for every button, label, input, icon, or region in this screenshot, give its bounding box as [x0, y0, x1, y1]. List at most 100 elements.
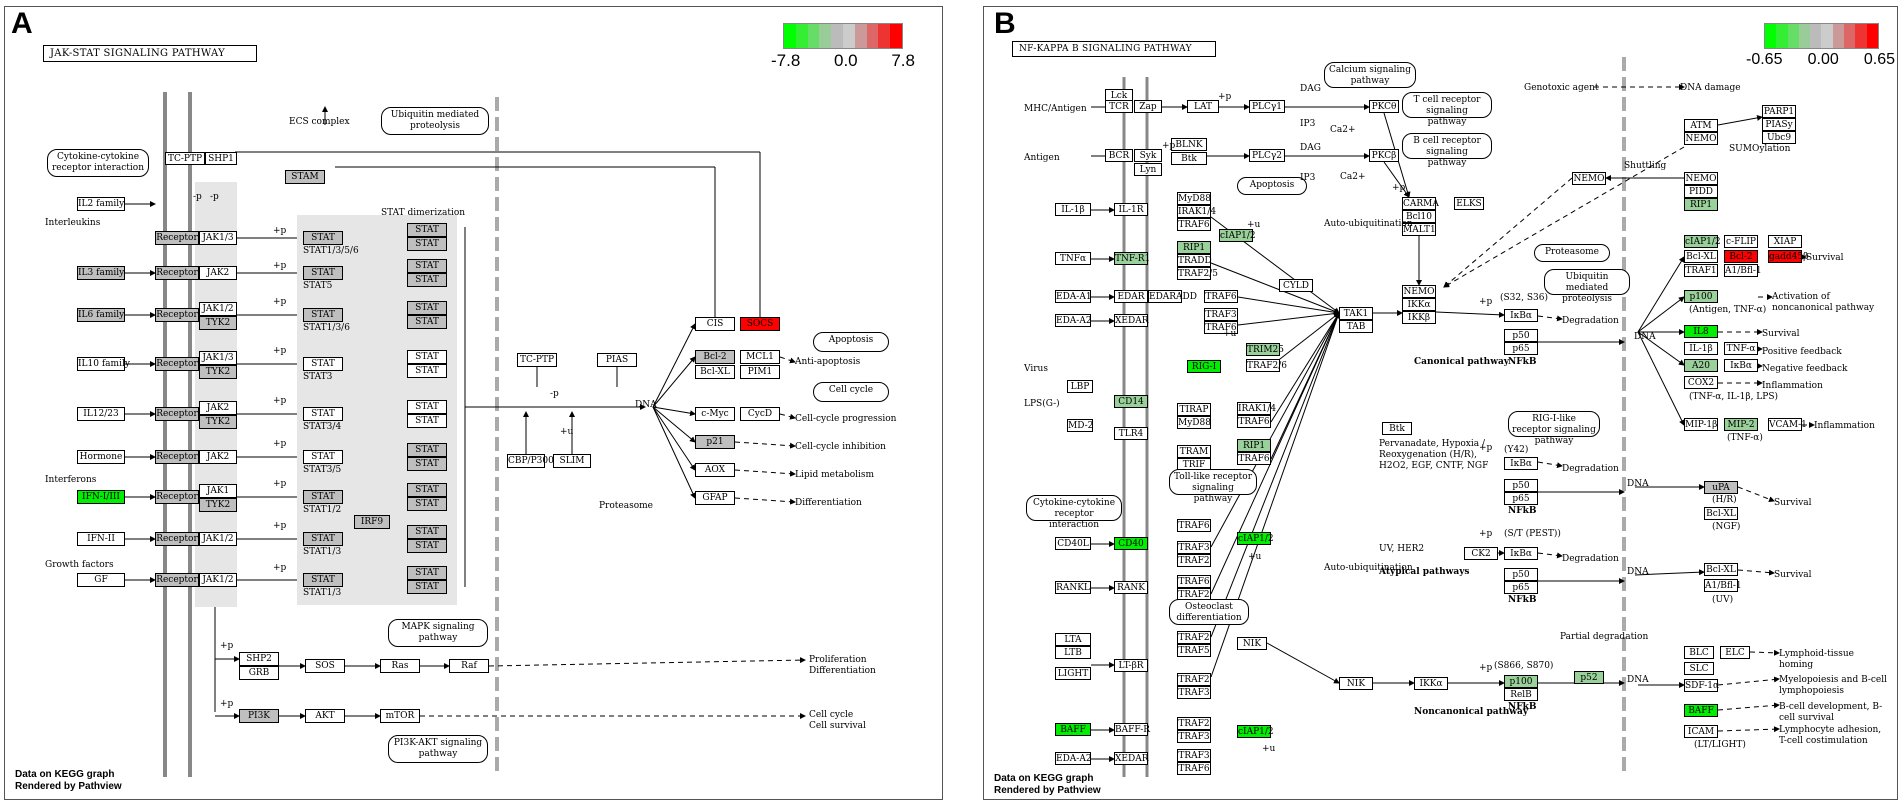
gene-node-cflip: c-FLIP: [1724, 235, 1758, 248]
label-p6: +p: [273, 439, 287, 449]
gene-node-r7: Receptor: [155, 490, 199, 504]
gene-node-blnk: BLNK: [1171, 138, 1207, 151]
panel-label: B: [994, 7, 1016, 40]
gene-node-traf3: TRAF3: [1204, 308, 1238, 321]
legend-swatch-7: [1844, 24, 1856, 48]
gene-node-d5a: STAT: [407, 400, 447, 414]
pathway-link-cellcycle: Cell cycle: [813, 382, 889, 402]
label-antigen: Antigen: [1024, 153, 1060, 163]
label-ltlight: (LT/LIGHT): [1694, 740, 1746, 750]
gene-node-cmyc: c-Myc: [695, 407, 735, 421]
label-st: (S/T (PEST)): [1504, 529, 1561, 539]
gene-node-il2: IL2 family: [77, 197, 125, 211]
gene-node-ikka1: IKKα: [1402, 298, 1436, 311]
gene-node-r6: Receptor: [155, 450, 199, 464]
label-dna4: DNA: [1627, 675, 1649, 685]
gene-node-traf6f: TRAF6: [1177, 519, 1211, 532]
gene-node-j3a: JAK1/2: [199, 302, 237, 316]
label-ca2: Ca2+: [1340, 172, 1366, 182]
gene-node-ltb: LTB: [1055, 646, 1091, 659]
label-posfb: Positive feedback: [1762, 347, 1842, 357]
label-partial: Partial degradation: [1560, 632, 1649, 642]
legend-swatch-6: [854, 24, 867, 48]
gene-node-traf1: TRAF1: [1684, 264, 1718, 277]
label-statdim: STAT dimerization: [381, 208, 466, 218]
pathway-link-tcell: T cell receptor signaling pathway: [1402, 92, 1492, 127]
label-degr2: Degradation: [1562, 464, 1619, 474]
gene-node-gf: GF: [77, 573, 125, 587]
pathway-link-bcell: B cell receptor signaling pathway: [1402, 133, 1492, 168]
gene-node-a1bfl12: A1/Bfl-1: [1704, 579, 1742, 592]
gene-node-bcr: BCR: [1105, 149, 1133, 162]
legend-swatch-3: [819, 24, 832, 48]
gene-node-trim25: TRIM25: [1246, 343, 1285, 356]
gene-node-malt1: MALT1: [1402, 223, 1436, 236]
label-dna2: DNA: [1627, 479, 1649, 489]
gene-node-btk: Btk: [1171, 152, 1207, 165]
gene-node-shp1: SHP1: [205, 152, 237, 165]
label-s3: STAT1/3/6: [303, 323, 350, 333]
gene-node-p65c: p65: [1504, 581, 1538, 594]
gene-node-st5: STAT: [303, 407, 343, 421]
legend-swatch-4: [1810, 24, 1822, 48]
legend-swatch-1: [1776, 24, 1788, 48]
gene-node-tab: TAB: [1339, 320, 1373, 333]
gene-node-nik1: NIK: [1237, 637, 1267, 650]
legend-min: -7.8: [771, 51, 801, 70]
gene-node-myd88b: MyD88: [1177, 416, 1211, 429]
gene-node-j6: JAK2: [199, 450, 237, 464]
label-lipid: Lipid metabolism: [795, 470, 875, 480]
gene-node-p50b: p50: [1504, 479, 1538, 492]
gene-node-j8: JAK1/2: [199, 532, 237, 546]
label-genotoxic: Genotoxic agent: [1524, 83, 1599, 93]
gene-node-traf6g: TRAF6: [1177, 575, 1211, 588]
gene-node-p50a: p50: [1504, 329, 1538, 342]
pathway-link-cytokine: Cytokine-cytokine receptor interaction: [47, 149, 149, 177]
gene-node-d6b: STAT: [407, 457, 447, 471]
gene-node-st2: STAT: [303, 266, 343, 280]
label-autoubi2: Auto-ubiquitination: [1324, 563, 1413, 573]
gene-node-tlr4: TLR4: [1114, 427, 1148, 440]
gene-node-xedar: XEDAR: [1114, 314, 1149, 327]
pathway-link-calcium: Calcium signaling pathway: [1324, 62, 1416, 88]
gene-node-piasy: PIASy: [1762, 118, 1796, 131]
gene-node-d1b: STAT: [407, 237, 447, 251]
label-p9: +p: [273, 563, 287, 573]
pathway-link-toll: Toll-like receptor signaling pathway: [1169, 469, 1257, 504]
gene-node-traf26: TRAF2/6: [1246, 359, 1288, 372]
gene-node-traf3b: TRAF3: [1177, 541, 1211, 554]
gene-node-gadd: gadd45β: [1768, 250, 1809, 263]
label-nfkb3: NFkB: [1508, 595, 1537, 605]
pathway-link-mapk: MAPK signaling pathway: [388, 619, 488, 647]
gene-node-st6: STAT: [303, 450, 343, 464]
gene-node-p52: p52: [1574, 671, 1604, 684]
label-bdev: B-cell development, B-cell survival: [1779, 702, 1883, 723]
gene-node-j7a: JAK1: [199, 484, 237, 498]
gene-node-traf2a: TRAF2: [1177, 554, 1211, 567]
gene-node-edaradd: EDARADD: [1148, 290, 1197, 303]
gene-node-hormone: Hormone: [77, 450, 125, 464]
gene-node-elks: ELKS: [1454, 197, 1484, 210]
footer-line-2: Rendered by Pathview: [994, 785, 1101, 796]
footer-line-1: Data on KEGG graph: [994, 773, 1094, 784]
gene-node-plcg1: PLCγ1: [1249, 100, 1285, 113]
gene-node-traf6h: TRAF6: [1177, 762, 1211, 775]
gene-node-tram: TRAM: [1177, 445, 1211, 458]
label-uv: UV, HER2: [1379, 544, 1425, 554]
gene-node-j4a: JAK1/3: [199, 351, 237, 365]
gene-node-irak: IRAK1/4: [1177, 205, 1217, 218]
gene-node-cycd: CycD: [740, 407, 780, 421]
label-pp7: +p: [1479, 663, 1493, 673]
gene-node-il1r: IL-1R: [1114, 203, 1148, 216]
gene-node-edaa2b: EDA-A2: [1055, 752, 1092, 765]
label-ccinhib: Cell-cycle inhibition: [795, 442, 886, 452]
gene-node-blc: BLC: [1684, 646, 1714, 659]
gene-node-mtor: mTOR: [380, 709, 420, 723]
gene-node-d9b: STAT: [407, 580, 447, 594]
label-surv4: Survival: [1774, 570, 1812, 580]
gene-node-raf: Raf: [449, 659, 489, 673]
label-ngf: (NGF): [1712, 522, 1741, 532]
panel-label: A: [11, 7, 33, 40]
gene-node-d5b: STAT: [407, 414, 447, 428]
gene-node-xiap: XIAP: [1768, 235, 1802, 248]
